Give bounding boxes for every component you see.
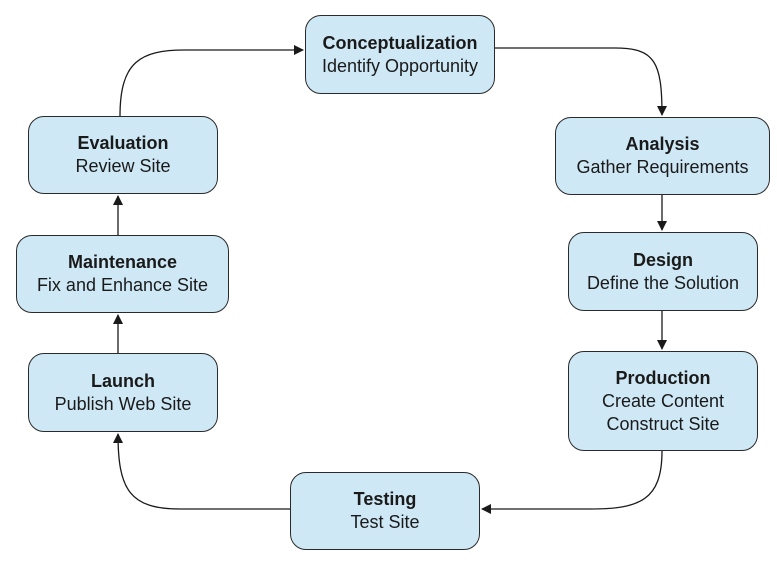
node-subtitle: Identify Opportunity	[321, 55, 479, 76]
node-subtitle: Test Site	[350, 512, 420, 532]
node-title: Conceptualization	[322, 32, 478, 53]
node-launch: Launch Publish Web Site	[28, 353, 218, 432]
node-title: Testing	[353, 489, 417, 509]
node-title: Launch	[90, 370, 155, 391]
arrow-testing-to-launch	[113, 433, 290, 510]
node-conceptualization: Conceptualization Identify Opportunity	[305, 15, 495, 94]
arrow-production-to-testing	[481, 450, 663, 514]
node-title: Production	[615, 367, 711, 388]
node-subtitle: Gather Requirements	[576, 157, 749, 177]
node-title: Analysis	[625, 134, 700, 154]
node-analysis: Analysis Gather Requirements	[555, 117, 770, 195]
node-subtitle: Review Site	[75, 156, 171, 176]
node-title: Design	[632, 249, 693, 270]
node-testing: Testing Test Site	[290, 472, 480, 550]
node-evaluation: Evaluation Review Site	[28, 116, 218, 194]
node-subtitle: Construct Site	[606, 413, 720, 434]
node-design: Design Define the Solution	[568, 232, 758, 311]
arrow-evaluation-to-conceptualization	[119, 45, 304, 117]
node-title: Maintenance	[67, 252, 178, 272]
node-production: Production Create Content Construct Site	[568, 351, 758, 451]
node-title: Evaluation	[77, 133, 169, 153]
node-subtitle: Fix and Enhance Site	[36, 275, 209, 295]
arrow-conceptualization-to-analysis	[495, 47, 667, 116]
node-subtitle: Publish Web Site	[54, 393, 192, 414]
node-subtitle: Create Content	[601, 390, 725, 411]
node-subtitle: Define the Solution	[586, 272, 740, 293]
node-maintenance: Maintenance Fix and Enhance Site	[16, 235, 229, 313]
